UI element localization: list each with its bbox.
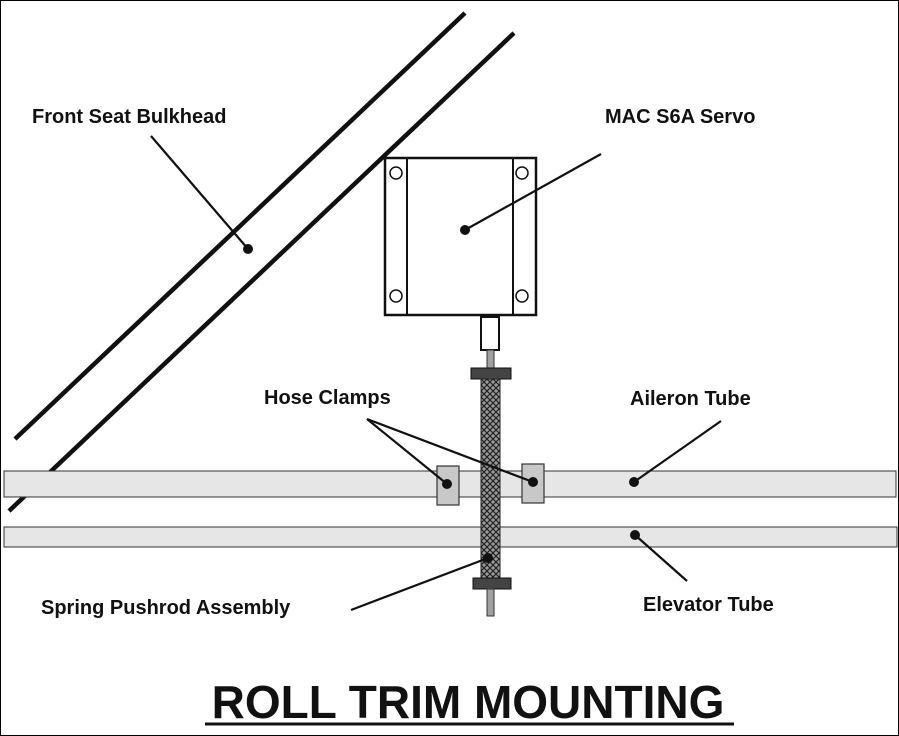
pushrod-rod-bottom — [486, 588, 495, 617]
leader-lines — [150, 135, 722, 612]
dot-elevator-tube — [630, 530, 640, 540]
servo-mount-hole-br — [515, 289, 529, 303]
bulkhead-line-lower — [7, 31, 516, 513]
bulkhead-lines — [7, 11, 516, 513]
bulkhead-line-upper — [13, 11, 467, 441]
pushrod-lower-collar — [472, 577, 512, 590]
label-servo: MAC S6A Servo — [605, 106, 755, 128]
dot-hose-clamp-left — [442, 479, 452, 489]
leader-aileron-tube — [633, 420, 722, 483]
leader-pushrod — [350, 556, 489, 612]
dot-pushrod — [483, 553, 493, 563]
dot-servo — [460, 225, 470, 235]
servo — [383, 156, 538, 317]
servo-mount-hole-tl — [389, 166, 403, 180]
label-bulkhead: Front Seat Bulkhead — [32, 106, 226, 128]
servo-body — [383, 156, 538, 317]
diagram-title: ROLL TRIM MOUNTING — [212, 676, 725, 728]
servo-output-shaft — [480, 316, 500, 351]
servo-mount-hole-bl — [389, 289, 403, 303]
leader-dots — [243, 225, 640, 563]
elevator-tube — [3, 526, 898, 548]
dot-aileron-tube — [629, 477, 639, 487]
pushrod-rod-top — [486, 349, 495, 369]
pushrod-upper-collar — [470, 367, 512, 380]
leader-servo — [464, 153, 602, 231]
leader-bulkhead — [150, 135, 249, 250]
label-pushrod: Spring Pushrod Assembly — [41, 597, 291, 619]
label-hose-clamps: Hose Clamps — [264, 387, 391, 409]
servo-mount-hole-tr — [515, 166, 529, 180]
leader-elevator-tube — [634, 534, 688, 582]
dot-bulkhead — [243, 244, 253, 254]
pushrod-spring — [480, 378, 501, 580]
leader-hose-clamp-left — [366, 418, 448, 485]
label-aileron-tube: Aileron Tube — [630, 388, 751, 410]
label-elevator-tube: Elevator Tube — [643, 594, 774, 616]
leader-hose-clamp-right — [366, 417, 534, 484]
dot-hose-clamp-right — [528, 477, 538, 487]
spring-pushrod-assembly — [470, 316, 512, 617]
